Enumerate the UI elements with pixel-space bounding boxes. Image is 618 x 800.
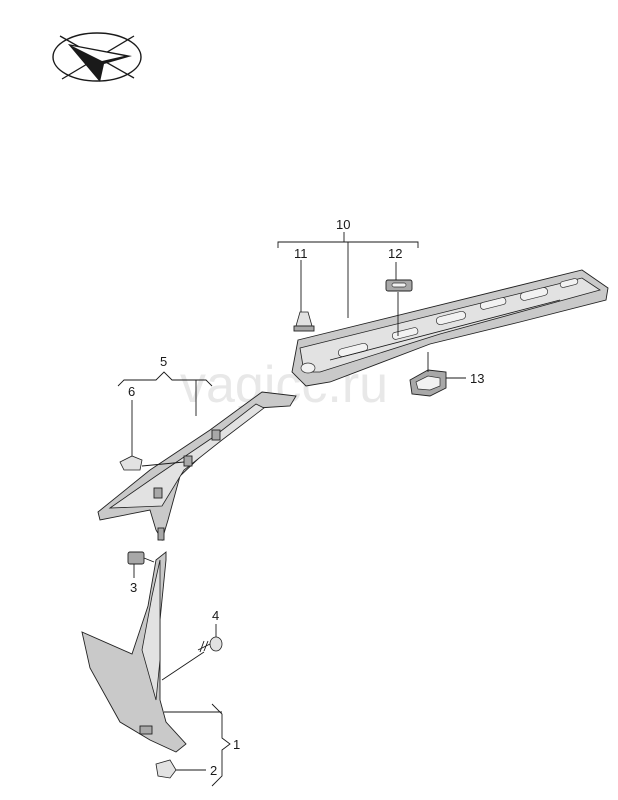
leader-lines xyxy=(117,232,466,787)
bracket-13 xyxy=(409,369,447,397)
callout-13: 13 xyxy=(470,371,484,386)
callout-6: 6 xyxy=(128,384,135,399)
clip-11 xyxy=(293,311,315,332)
callout-4: 4 xyxy=(212,608,219,623)
screw-4 xyxy=(197,624,223,653)
a-pillar-trim xyxy=(97,391,297,542)
clip-3 xyxy=(127,551,145,565)
callout-12: 12 xyxy=(388,246,402,261)
callout-11: 11 xyxy=(294,246,308,261)
b-pillar-trim-lower xyxy=(81,551,187,753)
clip-2 xyxy=(155,759,177,779)
clip-6 xyxy=(119,455,143,471)
callout-2: 2 xyxy=(210,763,217,778)
callout-1: 1 xyxy=(233,737,240,752)
callout-5: 5 xyxy=(160,354,167,369)
callout-3: 3 xyxy=(130,580,137,595)
roof-rail-trim xyxy=(291,269,609,387)
callout-10: 10 xyxy=(336,217,350,232)
travel-direction-arrow-icon xyxy=(52,32,142,82)
grommet-12 xyxy=(385,279,413,292)
